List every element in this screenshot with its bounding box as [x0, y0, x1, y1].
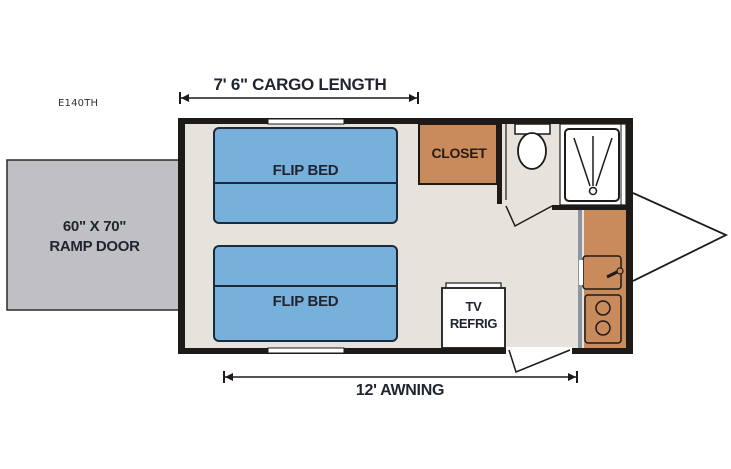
window-bottom	[267, 347, 345, 354]
awning-label: 12' AWNING	[355, 382, 445, 399]
toilet-icon	[517, 132, 547, 170]
flip-bed-bottom	[213, 245, 398, 342]
flip-bed-top-label: FLIP BED	[272, 162, 339, 179]
ramp-door-area	[6, 159, 183, 311]
model-number: E140TH	[58, 98, 99, 109]
closet	[418, 123, 498, 185]
refrig-label: REFRIG	[449, 316, 498, 331]
ramp-door-size: 60" X 70"	[62, 218, 127, 235]
bathroom-door	[505, 205, 553, 228]
closet-label: CLOSET	[431, 145, 487, 161]
ramp-door-label: 60" X 70" RAMP DOOR	[7, 217, 182, 257]
tv-label: TV	[465, 299, 482, 314]
entry-door	[508, 349, 571, 374]
flip-bed-bottom-label: FLIP BED	[272, 293, 339, 310]
hitch-tongue	[632, 192, 729, 282]
stove-icon	[584, 294, 622, 344]
ramp-door-name: RAMP DOOR	[49, 238, 140, 255]
shower-icon	[564, 128, 620, 202]
window-top	[267, 118, 345, 125]
cargo-length-label: 7' 6" CARGO LENGTH	[213, 75, 387, 94]
tv-refrig-cabinet	[441, 287, 506, 349]
flip-bed-top	[213, 127, 398, 224]
tv-refrig-label: TV REFRIG	[442, 298, 505, 332]
